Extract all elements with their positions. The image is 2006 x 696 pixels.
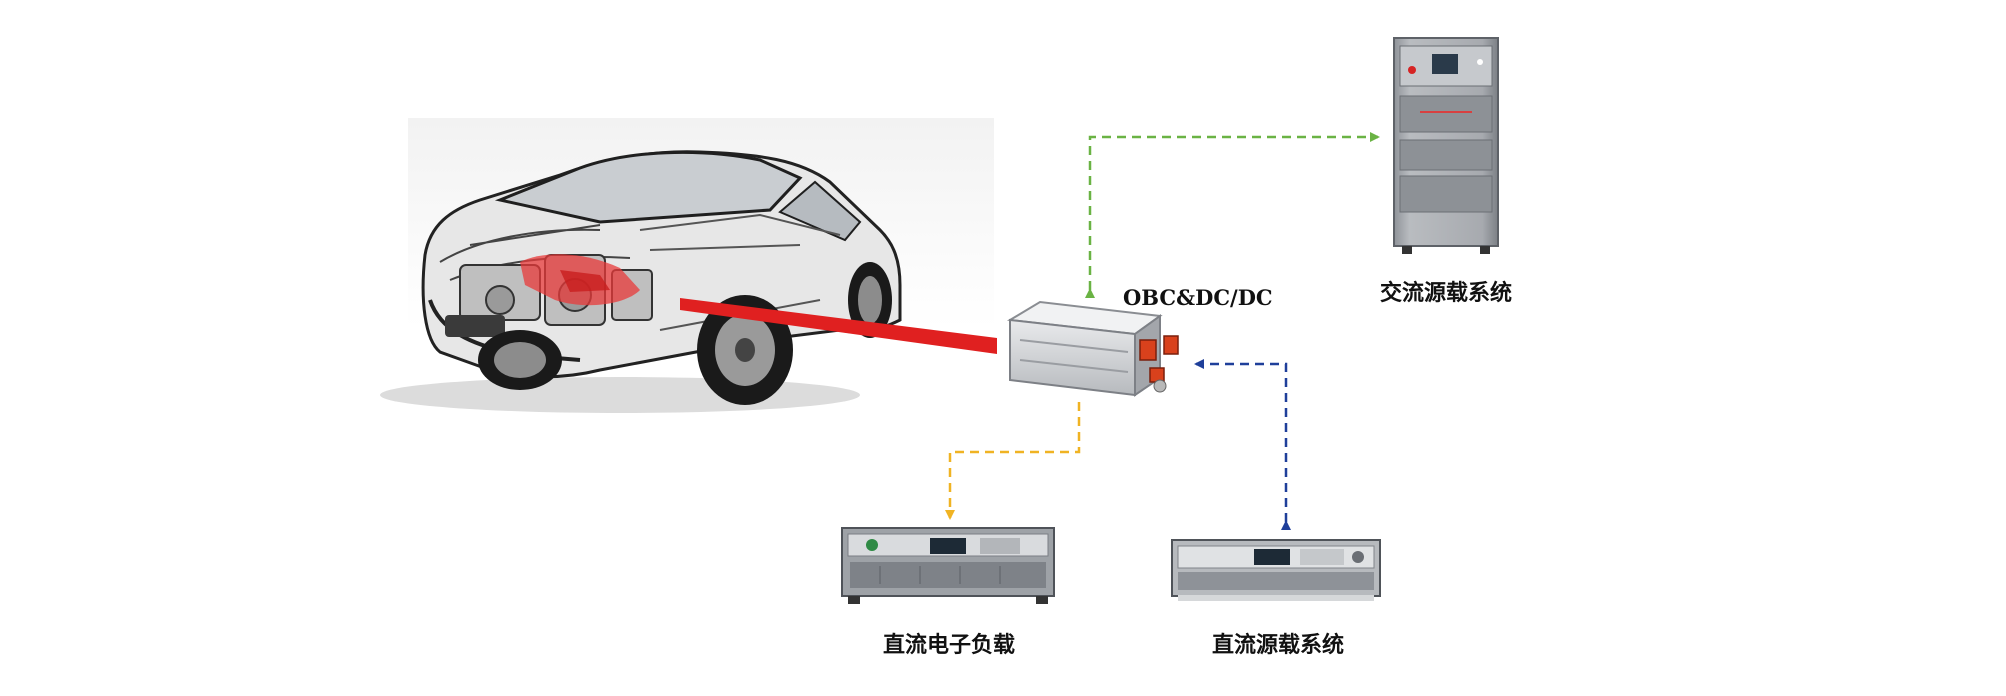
obc-label: OBC&DC/DC — [1123, 285, 1273, 310]
eload-power-button — [866, 539, 878, 551]
car-windshield — [494, 150, 803, 224]
car-to-obc-pointer — [680, 298, 997, 354]
car-highlighted-component — [520, 254, 640, 306]
ac-system-label: 交流源载系统 — [1380, 280, 1513, 306]
ac-cabinet-stop-button — [1408, 66, 1416, 74]
car-back-wheel — [848, 262, 892, 338]
ac-link-line — [1085, 132, 1380, 298]
obc-unit — [1006, 300, 1179, 397]
car-rear-wheel — [697, 295, 793, 405]
car-illustration — [380, 118, 994, 413]
dc-electronic-load-label: 直流电子负载 — [883, 632, 1016, 658]
ac-cabinet-screen — [1432, 54, 1458, 74]
eload-screen — [930, 538, 966, 554]
dc-system-knob — [1352, 551, 1364, 563]
eload-link-line — [945, 402, 1081, 520]
car-shadow — [380, 377, 860, 413]
car-front-wheel — [478, 330, 562, 390]
dc-electronic-load-device — [841, 527, 1055, 604]
ac-system-cabinet — [1393, 37, 1499, 254]
dc-system-label: 直流源载系统 — [1212, 632, 1345, 658]
obc-connector-1 — [1139, 339, 1157, 361]
dc-system-device — [1171, 539, 1381, 601]
car-grille — [445, 315, 505, 337]
obc-connector-2 — [1163, 335, 1179, 355]
dc-system-screen — [1254, 549, 1290, 565]
dc-link-line — [1194, 359, 1291, 530]
